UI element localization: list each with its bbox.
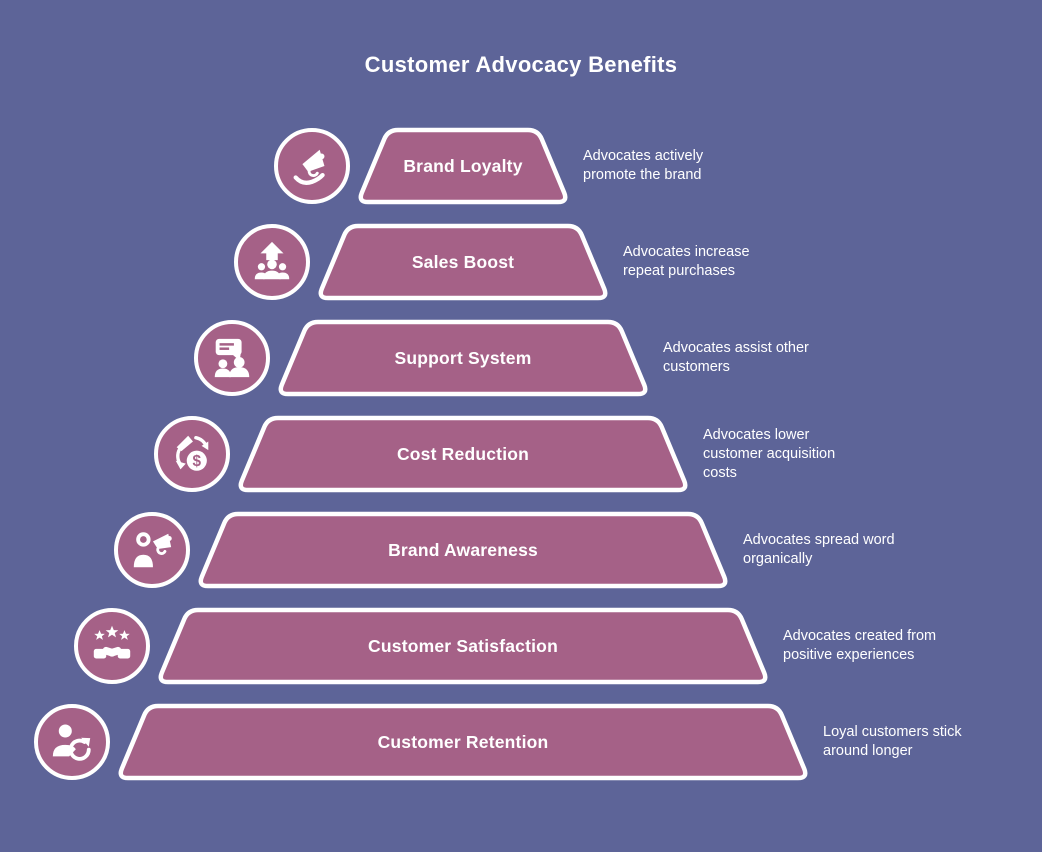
trapezoid-shape <box>358 127 568 205</box>
trapezoid-shape <box>198 511 728 589</box>
trapezoid-shape <box>238 415 688 493</box>
level-description: Advocates increase repeat purchases <box>623 244 750 279</box>
person-megaphone-icon <box>114 512 190 588</box>
megaphone-hand-icon <box>274 128 350 204</box>
level-description: Advocates spread word organically <box>743 532 895 567</box>
chat-people-icon <box>194 320 270 396</box>
level-description: Loyal customers stick around longer <box>823 724 962 759</box>
level-description: Advocates assist other customers <box>663 340 809 375</box>
page-title: Customer Advocacy Benefits <box>364 52 678 77</box>
trapezoid-shape <box>278 319 648 397</box>
level-description: Advocates actively promote the brand <box>583 148 704 183</box>
people-growth-arrow-icon <box>234 224 310 300</box>
person-refresh-icon <box>34 704 110 780</box>
money-cycle-icon: $ <box>154 416 230 492</box>
stars-handshake-icon <box>74 608 150 684</box>
trapezoid-shape <box>158 607 768 685</box>
trapezoid-shape <box>318 223 608 301</box>
level-description: Advocates created from positive experien… <box>783 628 937 663</box>
svg-text:$: $ <box>193 453 202 470</box>
level-description: Advocates lower customer acquisition cos… <box>703 426 836 481</box>
trapezoid-shape <box>118 703 808 781</box>
